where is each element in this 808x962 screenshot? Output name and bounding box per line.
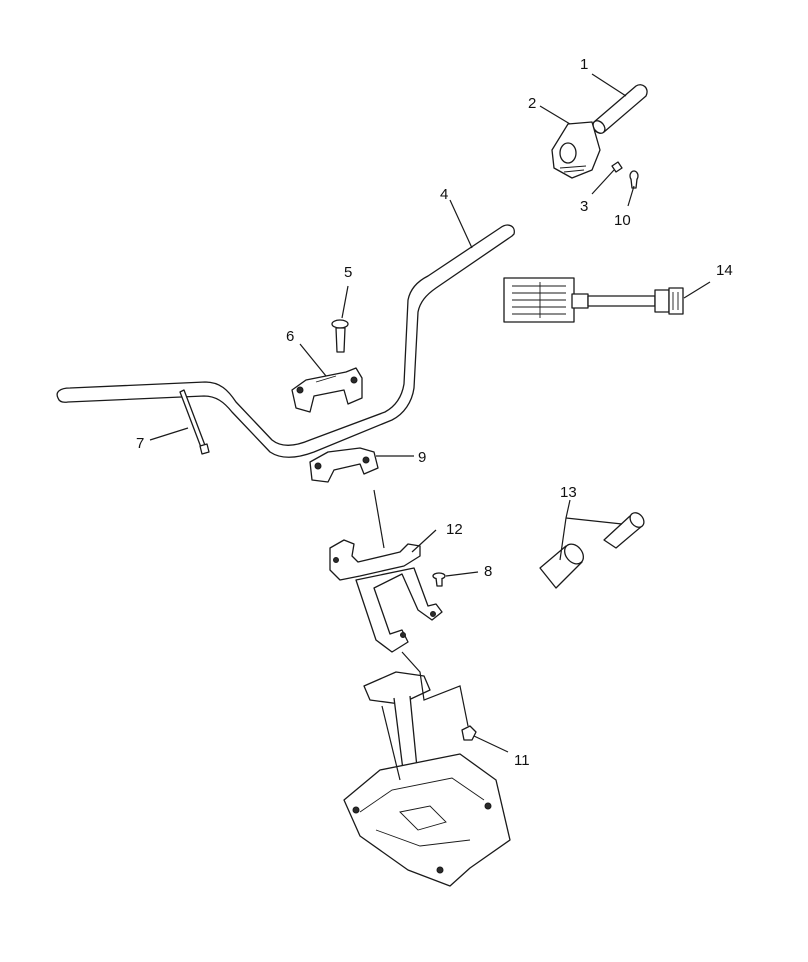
- callout-14: 14: [716, 262, 733, 279]
- part-9-lower-clamp: [309, 447, 379, 483]
- callout-4: 4: [440, 186, 448, 203]
- part-10-screw: [629, 170, 639, 189]
- callout-8: 8: [484, 563, 492, 580]
- leader-lines: [149, 73, 711, 781]
- callout-1: 1: [580, 56, 588, 73]
- part-11-nut: [461, 725, 477, 741]
- part-1-grip: [592, 84, 648, 134]
- steering-mount-base: [343, 671, 511, 887]
- callout-6: 6: [286, 328, 294, 345]
- callout-11: 11: [514, 752, 530, 769]
- callout-3: 3: [580, 198, 588, 215]
- callout-5: 5: [344, 264, 352, 281]
- callout-13: 13: [560, 484, 577, 501]
- part-2-throttle-housing: [551, 121, 601, 179]
- callout-labels: 1 2 3 4 5 6 7 8 9 10 11 12 13 14: [136, 56, 733, 769]
- callout-10: 10: [614, 212, 631, 229]
- part-6-upper-clamp: [291, 367, 363, 413]
- part-8-bolt: [432, 572, 446, 587]
- part-3-screw: [611, 161, 623, 173]
- callout-7: 7: [136, 435, 144, 452]
- callout-9: 9: [418, 449, 426, 466]
- callout-2: 2: [528, 95, 536, 112]
- part-7-long-bolt: [179, 389, 210, 455]
- part-13-grip-ends: [539, 512, 645, 589]
- part-14-grip-heater: [503, 277, 684, 323]
- part-5-bolt: [331, 319, 349, 353]
- callout-12: 12: [446, 521, 463, 538]
- part-12-bracket: [329, 539, 443, 653]
- part-4-handlebar: [56, 224, 515, 458]
